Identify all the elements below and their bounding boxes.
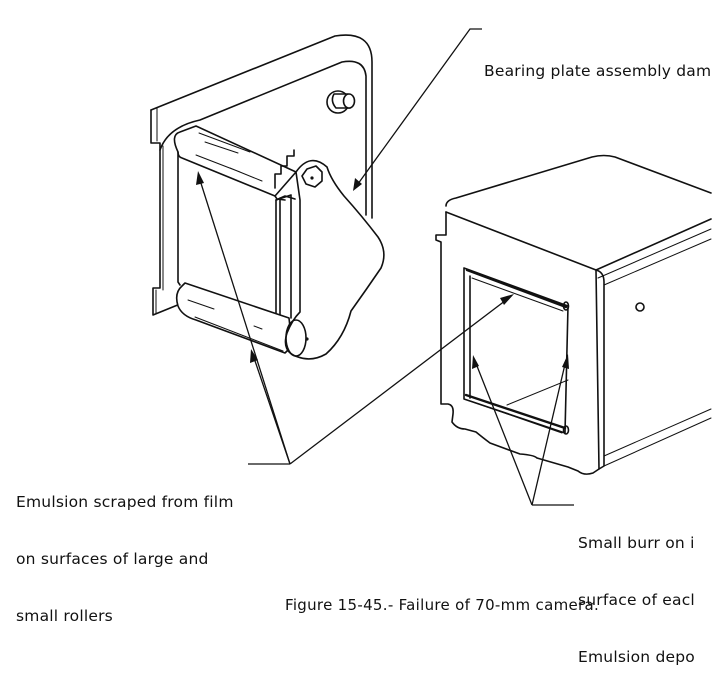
body-top-front-edge	[445, 211, 712, 271]
bearing-nut	[301, 165, 323, 188]
camera-body	[435, 154, 712, 475]
bearing-plate-assembly	[150, 34, 385, 360]
bearing-arm	[284, 159, 385, 360]
small-roller	[175, 282, 293, 354]
plate-left-flange-inner	[155, 107, 164, 314]
callout-line: Bearing plate assembly dam	[484, 62, 712, 80]
body-front-frame	[435, 211, 600, 475]
callout-bearing-plate-damage: Bearing plate assembly dam	[484, 24, 711, 100]
arm-pivot-dot	[305, 337, 309, 341]
callout-emulsion-scraped: Emulsion scraped from film on surfaces o…	[16, 455, 234, 645]
figure-caption: Figure 15-45.- Failure of 70-mm camera.	[285, 596, 600, 614]
callout-line: Small burr on i	[578, 534, 695, 552]
body-bottom-rail	[603, 408, 712, 467]
body-screw-hole	[635, 302, 645, 312]
aperture-window	[463, 267, 570, 435]
callout-line: Emulsion scraped from film	[16, 493, 234, 511]
callout-line: Emulsion depo	[578, 648, 695, 666]
bearing-plate-outer	[150, 34, 373, 219]
camera-failure-illustration	[150, 28, 712, 506]
frame-post-top	[275, 195, 296, 201]
large-roller	[173, 125, 297, 201]
callout-small-burr: Small burr on i surface of eacl Emulsion…	[578, 496, 695, 686]
arrowhead	[353, 178, 362, 191]
plate-pin	[326, 90, 356, 114]
callout-line: on surfaces of large and	[16, 550, 209, 568]
callout-line: small rollers	[16, 607, 113, 625]
leader-bearing-plate	[353, 28, 482, 191]
body-top-face	[445, 154, 712, 207]
bearing-plate-inner	[159, 60, 367, 216]
film-frame	[177, 151, 292, 319]
leader-emulsion-scraped	[196, 171, 514, 465]
plate-left-flange	[150, 109, 186, 316]
leader-small-burr	[472, 354, 574, 506]
callout-line: surface of eacl	[578, 591, 695, 609]
body-front-right-edge	[595, 269, 605, 470]
body-side-rail	[597, 228, 712, 286]
